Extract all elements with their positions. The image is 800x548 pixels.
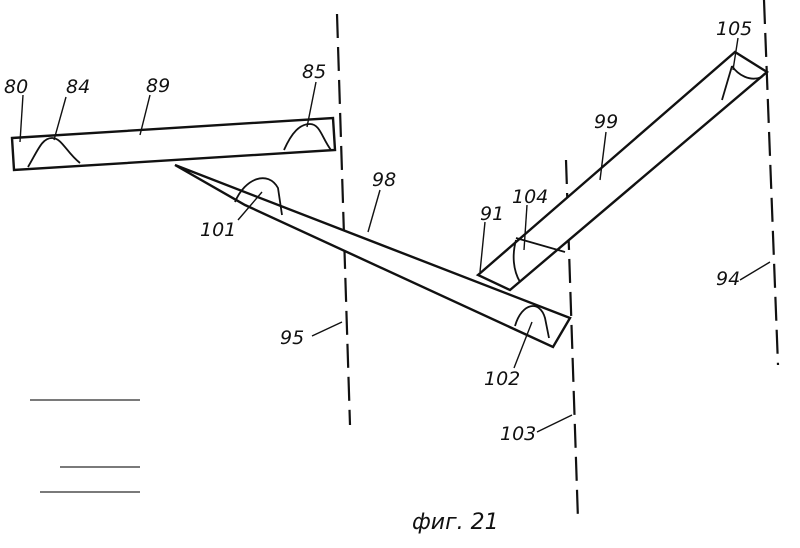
reference-numerals: 80 84 89 85 98 101 91 104 99 105 94 95 1… bbox=[4, 18, 752, 445]
reference-line-95 bbox=[337, 14, 350, 425]
label-104: 104 bbox=[512, 186, 548, 208]
label-101: 101 bbox=[200, 219, 236, 241]
label-91: 91 bbox=[480, 203, 504, 225]
label-94: 94 bbox=[716, 268, 740, 290]
leader-lines bbox=[20, 38, 770, 432]
figure-caption: фиг. 21 bbox=[412, 510, 499, 535]
label-99: 99 bbox=[594, 111, 618, 133]
scan-artifacts bbox=[30, 400, 140, 492]
label-89: 89 bbox=[146, 75, 170, 97]
bar-89 bbox=[12, 118, 335, 170]
label-80: 80 bbox=[4, 76, 28, 98]
label-85: 85 bbox=[302, 61, 326, 83]
bar-99 bbox=[478, 52, 767, 290]
label-84: 84 bbox=[66, 76, 90, 98]
label-98: 98 bbox=[372, 169, 396, 191]
label-95: 95 bbox=[280, 327, 304, 349]
label-105: 105 bbox=[716, 18, 752, 40]
label-103: 103 bbox=[500, 423, 536, 445]
reference-line-94 bbox=[764, 0, 778, 365]
label-102: 102 bbox=[484, 368, 520, 390]
